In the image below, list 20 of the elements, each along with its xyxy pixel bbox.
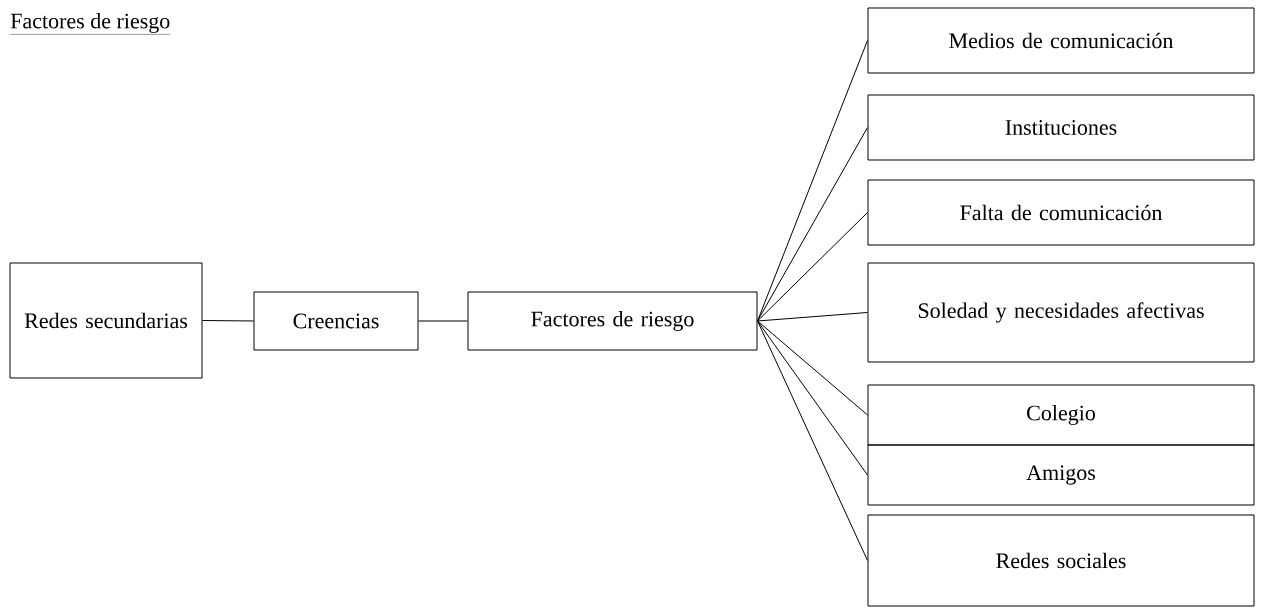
connector-line <box>418 320 468 322</box>
text-box: Redes secundarias <box>9 262 203 379</box>
text-box: Medios de comunicación <box>867 7 1255 74</box>
text-box: Creencias <box>253 291 419 351</box>
connector-line <box>757 212 868 322</box>
text-box: Amigos <box>867 444 1255 506</box>
connector-line <box>757 320 868 476</box>
connector-line <box>757 312 868 322</box>
text-box: Instituciones <box>867 94 1255 161</box>
connector-line <box>757 127 868 322</box>
text-box: Soledad y necesidades afectivas <box>867 262 1255 363</box>
connector-line <box>757 320 868 561</box>
text-box: Redes sociales <box>867 514 1255 607</box>
text-box: Falta de comunicación <box>867 179 1255 246</box>
connector-line <box>757 320 868 416</box>
text-box: Factores de riesgo <box>467 291 758 351</box>
connector-line <box>202 320 254 322</box>
title: Factores de riesgo <box>10 13 171 35</box>
connector-line <box>757 40 868 322</box>
text-box: Colegio <box>867 384 1255 446</box>
